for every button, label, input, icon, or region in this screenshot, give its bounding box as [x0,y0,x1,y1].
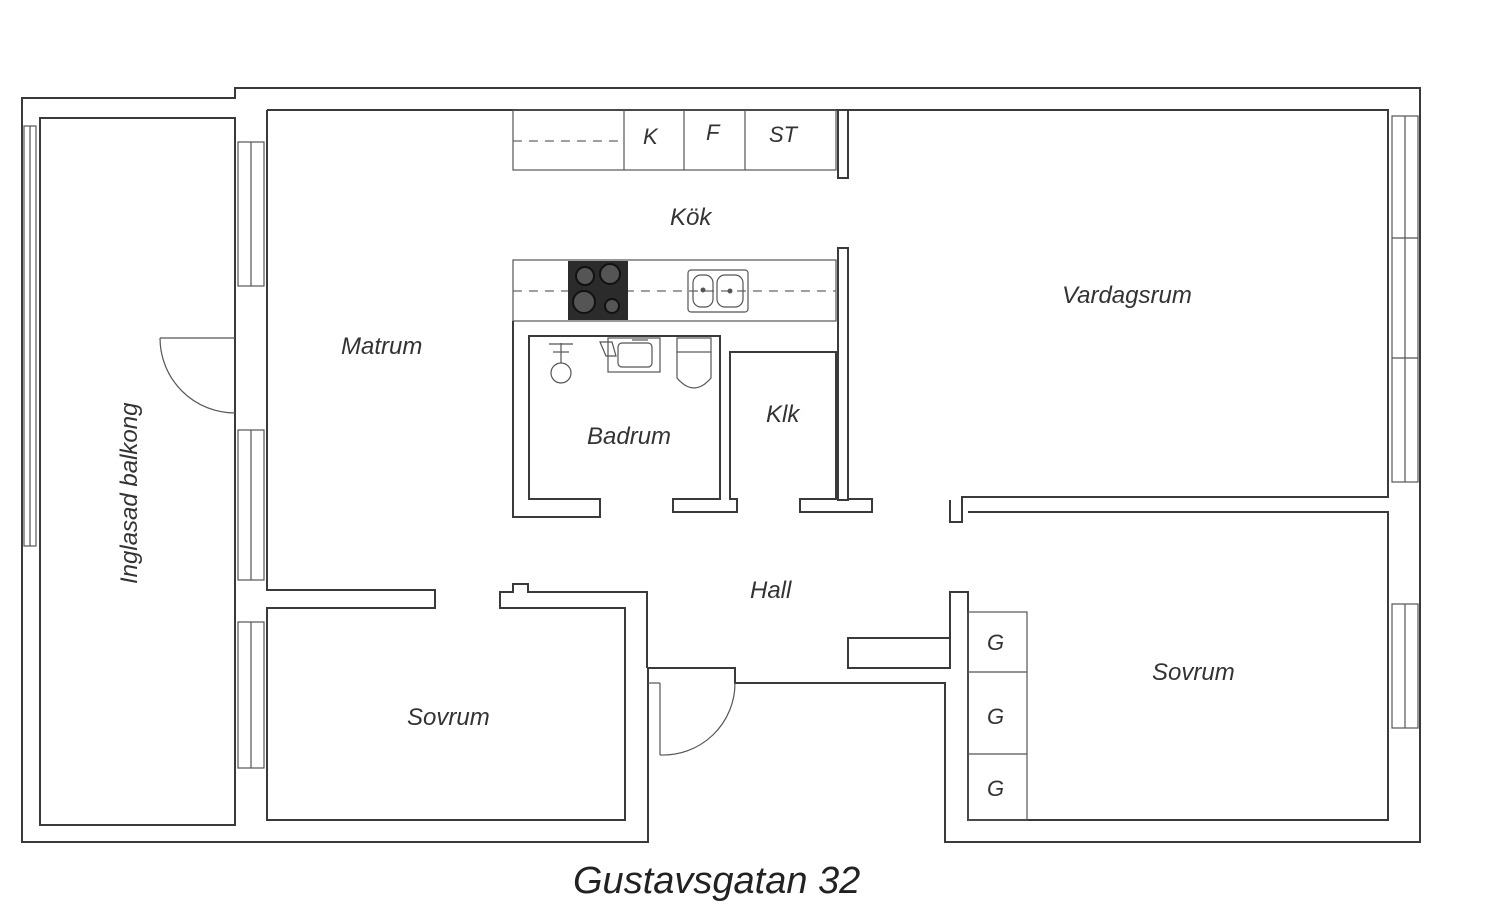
room-label-klk: Klk [766,401,801,428]
fridge-label: K [643,124,659,149]
wardrobes: G G G [967,611,1028,821]
freezer-label: F [706,120,721,145]
inner-windows [237,141,265,769]
upper-cabinets: K F ST [512,109,837,171]
balcony-door [159,337,236,414]
room-label-balkong: Inglasad balkong [116,402,143,584]
room-label-sovrum-left: Sovrum [407,704,490,731]
bathroom-walls [512,321,873,518]
shower-icon [549,343,573,384]
entrance-door [648,682,736,756]
wardrobe-label-1: G [987,630,1004,655]
interior-walls [266,110,1389,821]
room-label-hall: Hall [750,577,792,604]
room-label-kok: Kök [670,204,713,231]
address-title: Gustavsgatan 32 [573,860,860,902]
room-label-sovrum-right: Sovrum [1152,659,1235,686]
balcony-window [23,125,37,547]
room-label-vardagsrum: Vardagsrum [1062,282,1192,309]
room-label-matrum: Matrum [341,333,422,360]
wardrobe-label-2: G [987,704,1004,729]
right-windows [1391,115,1419,729]
toilet-icon [676,337,712,389]
wardrobe-label-3: G [987,776,1004,801]
kitchen-counter [512,247,849,501]
stove-icon [568,261,628,320]
washbasin-icon [599,337,661,373]
room-label-badrum: Badrum [587,423,671,450]
storage-label: ST [769,122,799,147]
sink-icon [687,269,749,313]
